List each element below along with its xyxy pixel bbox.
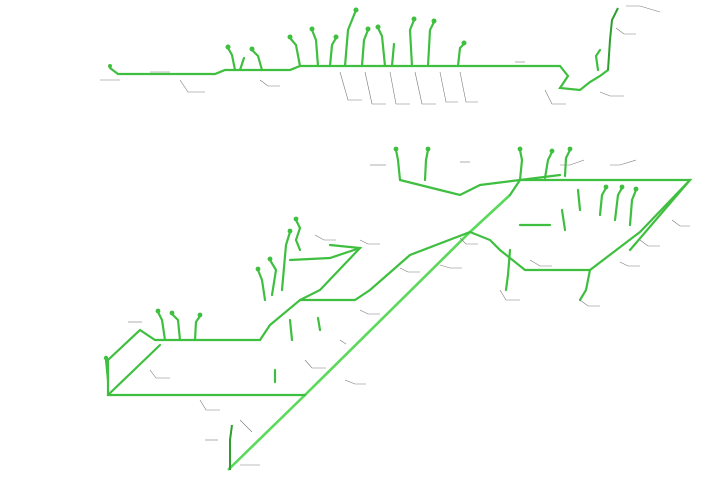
lower-left-loop (106, 243, 363, 397)
lower-right-fixtures (393, 146, 639, 192)
upper-riser (607, 7, 619, 71)
upper-pipe-system (100, 5, 661, 105)
upper-main-run (108, 64, 610, 92)
lower-main-trunk (227, 194, 511, 471)
upper-leaders (100, 5, 661, 105)
upper-fixtures (108, 7, 467, 68)
lower-left-fixtures (103, 216, 299, 361)
lower-right-branches (394, 148, 638, 302)
lower-right-loop (468, 178, 693, 272)
lower-left-branches (104, 218, 322, 384)
lower-leaders (128, 159, 690, 466)
lower-left-upper-loop (298, 230, 472, 302)
upper-branches (226, 8, 602, 72)
lower-bottom-riser (229, 424, 233, 470)
lower-pipe-system (103, 146, 693, 471)
